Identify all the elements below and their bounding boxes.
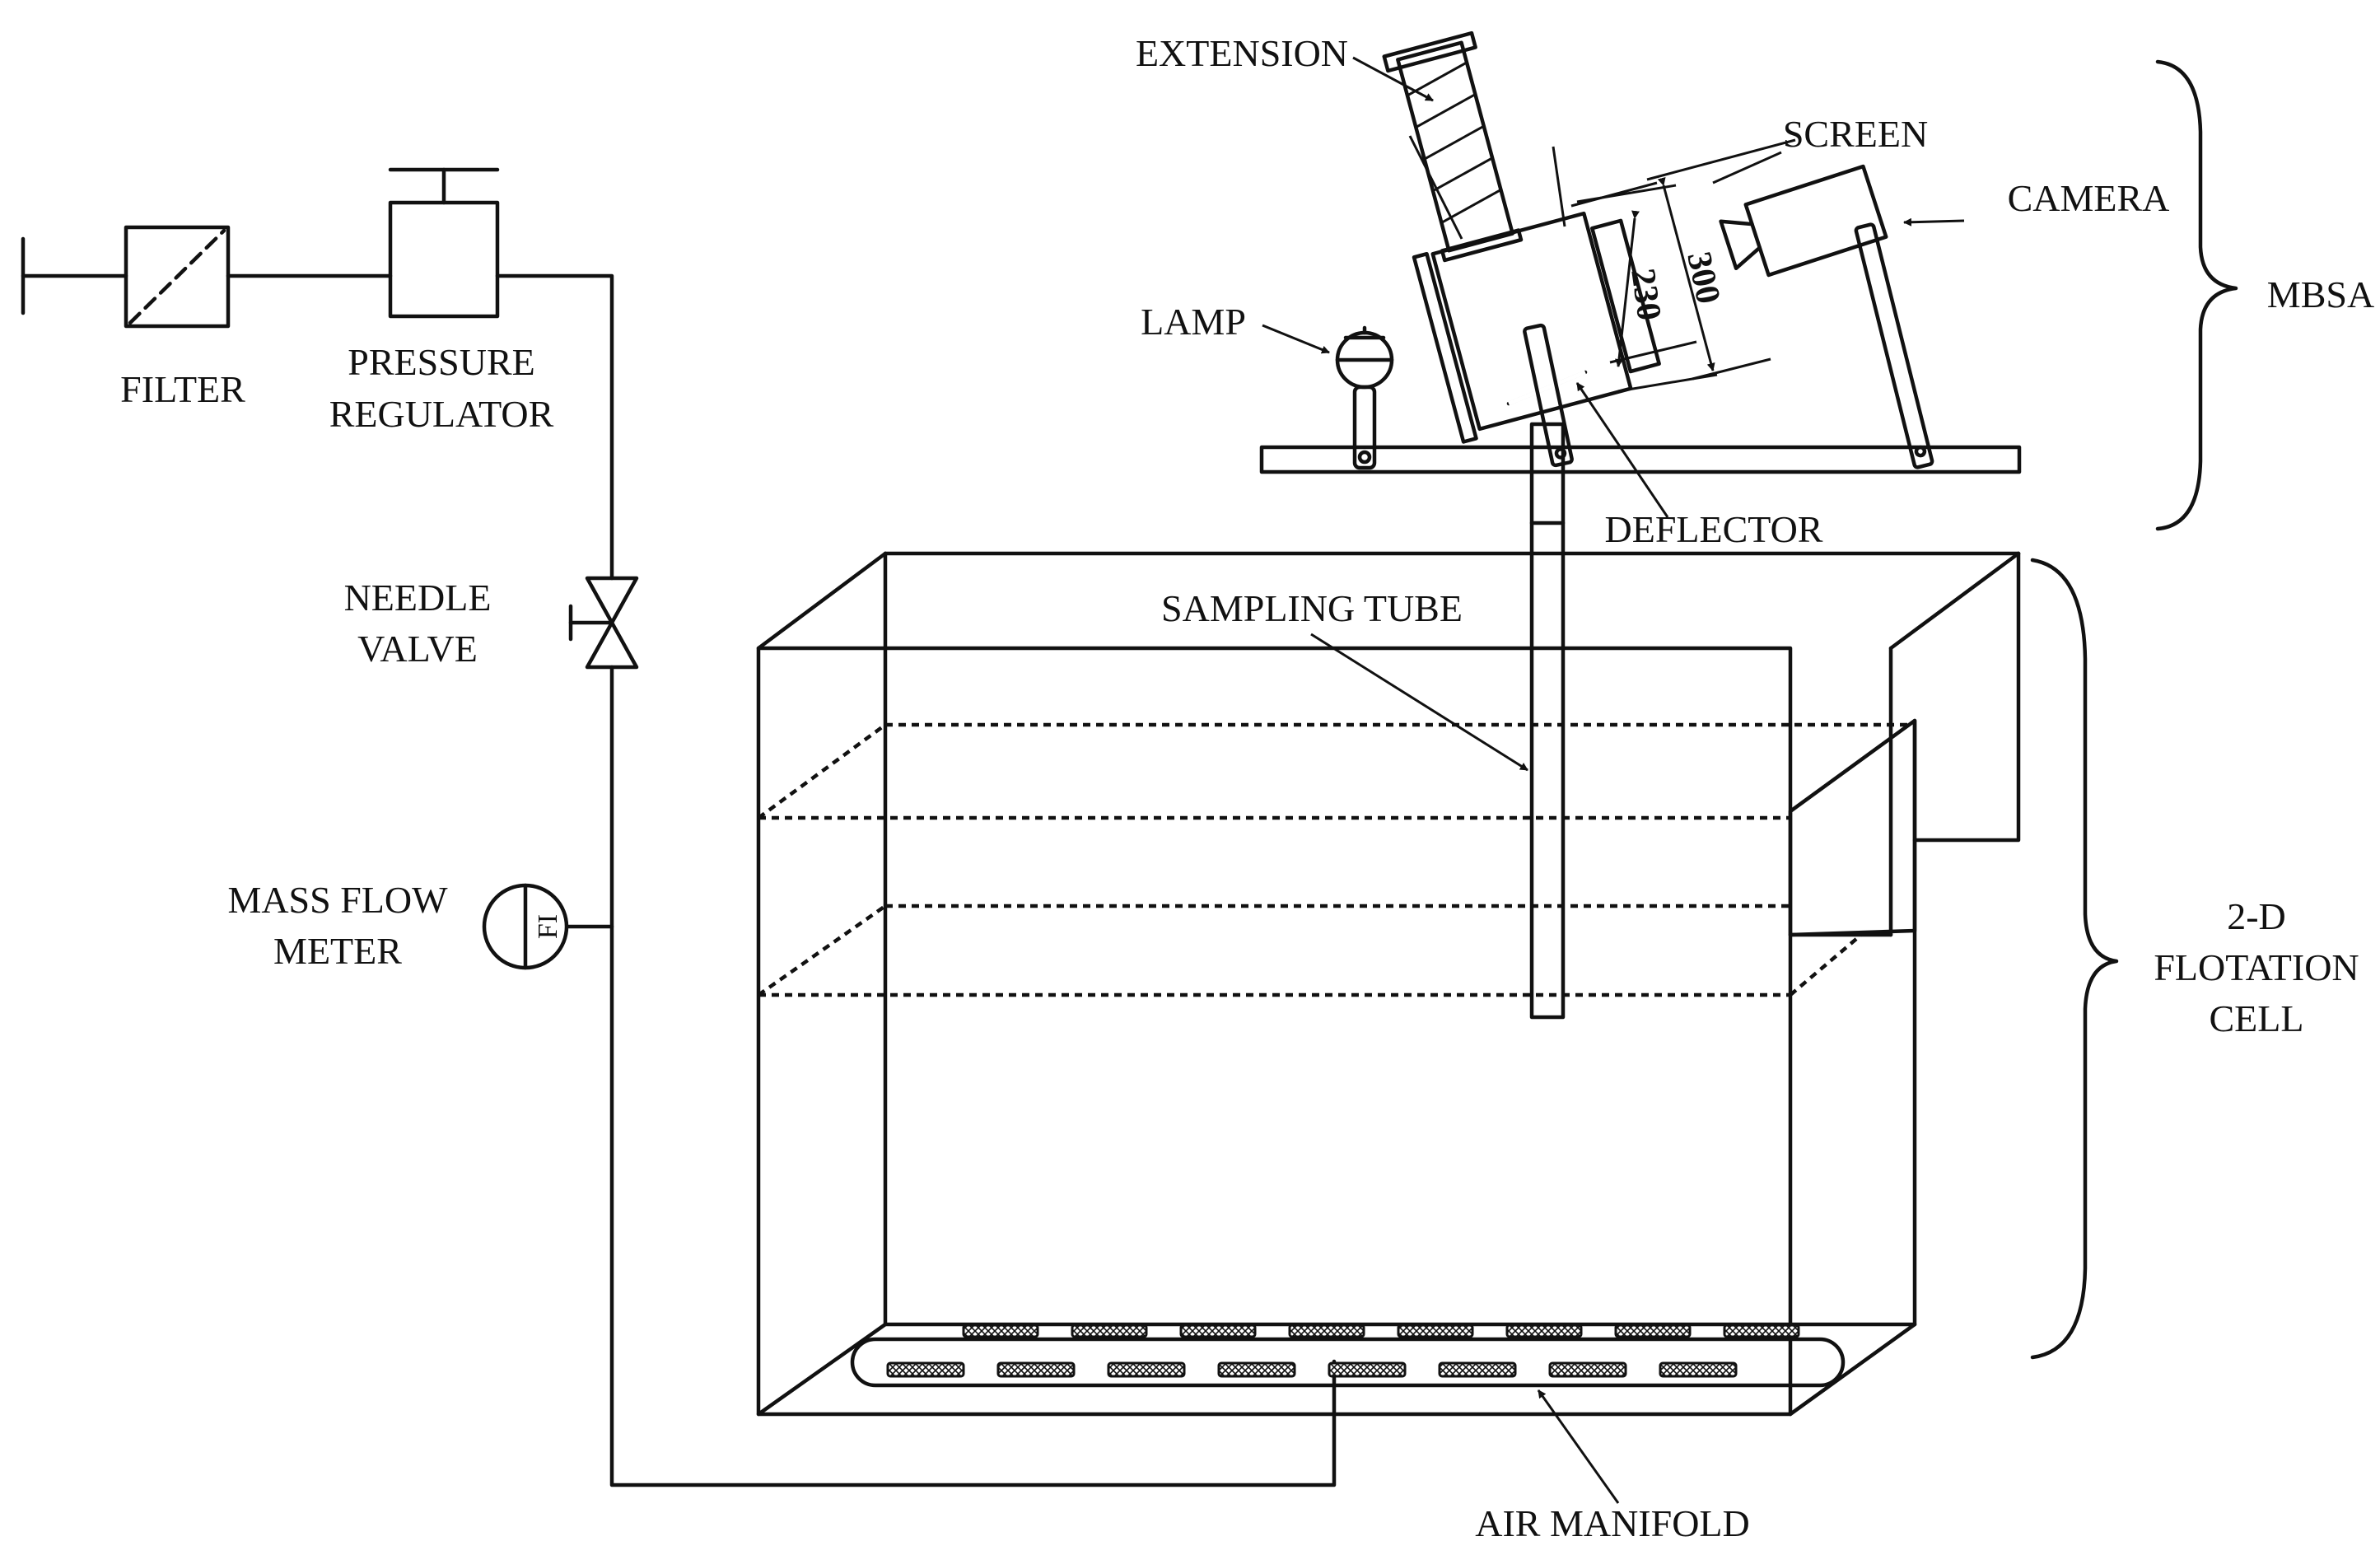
- front-spargers: [886, 1361, 1738, 1378]
- dimension-lines: [1570, 138, 1796, 393]
- leader-lines: [1262, 56, 1965, 1504]
- air-manifold: [850, 1324, 1846, 1388]
- label-deflector: DEFLECTOR: [1605, 508, 1823, 550]
- label-pressure-regulator-2: REGULATOR: [329, 393, 554, 435]
- mbsa-brace: [2155, 59, 2238, 531]
- label-flotation-cell-2: FLOTATION: [2154, 946, 2359, 988]
- label-sampling-tube: SAMPLING TUBE: [1161, 587, 1463, 629]
- label-mass-flow-meter-2: METER: [273, 930, 402, 972]
- camera-symbol: [1719, 164, 1934, 469]
- label-filter: FILTER: [120, 368, 245, 410]
- pressure-regulator-symbol: [388, 167, 500, 319]
- deflector-symbol: [1506, 323, 1588, 468]
- label-air-manifold: AIR MANIFOLD: [1475, 1502, 1750, 1544]
- dimension-230: 230: [1623, 266, 1668, 323]
- sampling-tube: [1529, 422, 1566, 1020]
- mass-flow-meter-symbol: FI: [482, 883, 614, 970]
- label-flotation-cell-3: CELL: [2210, 997, 2304, 1039]
- label-mbsa: MBSA: [2267, 273, 2374, 315]
- label-needle-valve-2: VALVE: [357, 628, 478, 670]
- label-lamp: LAMP: [1141, 301, 1246, 343]
- flotation-cell-brace: [2030, 558, 2119, 1360]
- back-spargers: [962, 1324, 1800, 1338]
- label-extension: EXTENSION: [1136, 32, 1348, 74]
- labels: FILTER PRESSURE REGULATOR NEEDLE VALVE M…: [120, 32, 2374, 1544]
- label-needle-valve-1: NEEDLE: [344, 577, 492, 619]
- gas-supply-line: FI: [21, 167, 1338, 1487]
- flotation-cell: [756, 551, 2021, 1417]
- filter-symbol: [124, 225, 231, 329]
- label-mass-flow-meter-1: MASS FLOW: [227, 879, 448, 921]
- label-screen: SCREEN: [1783, 113, 1928, 155]
- label-pressure-regulator-1: PRESSURE: [348, 341, 535, 383]
- label-flotation-cell-1: 2-D: [2227, 895, 2286, 937]
- dimension-300: 300: [1679, 249, 1727, 307]
- needle-valve-symbol: [568, 576, 639, 670]
- extension-tube: [1382, 30, 1524, 263]
- label-camera: CAMERA: [2008, 177, 2170, 219]
- mbsa-apparatus: [1259, 30, 2022, 474]
- lamp-symbol: [1335, 325, 1394, 470]
- flow-indicator-tag: FI: [533, 914, 563, 939]
